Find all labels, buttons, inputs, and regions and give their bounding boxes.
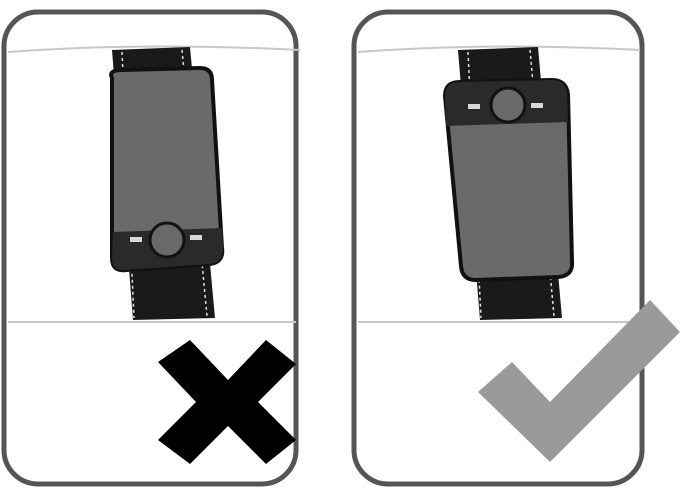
visor-top-edge <box>7 45 300 53</box>
visor-top-edge <box>357 45 641 53</box>
device-end-button <box>190 235 202 240</box>
cross-mark-icon <box>158 340 296 464</box>
device-call-button <box>130 237 142 242</box>
check-mark-icon <box>478 300 680 462</box>
device-center-button <box>148 221 186 259</box>
correct-mounting-illustration <box>351 9 680 487</box>
device-end-button <box>531 103 543 108</box>
speakerphone-device <box>109 65 225 273</box>
correct-mounting-panel <box>350 0 683 488</box>
speakerphone-device <box>442 77 575 283</box>
device-call-button <box>468 104 480 109</box>
incorrect-mounting-panel <box>0 0 300 488</box>
device-center-button <box>489 86 527 124</box>
incorrect-mounting-illustration <box>1 9 300 487</box>
